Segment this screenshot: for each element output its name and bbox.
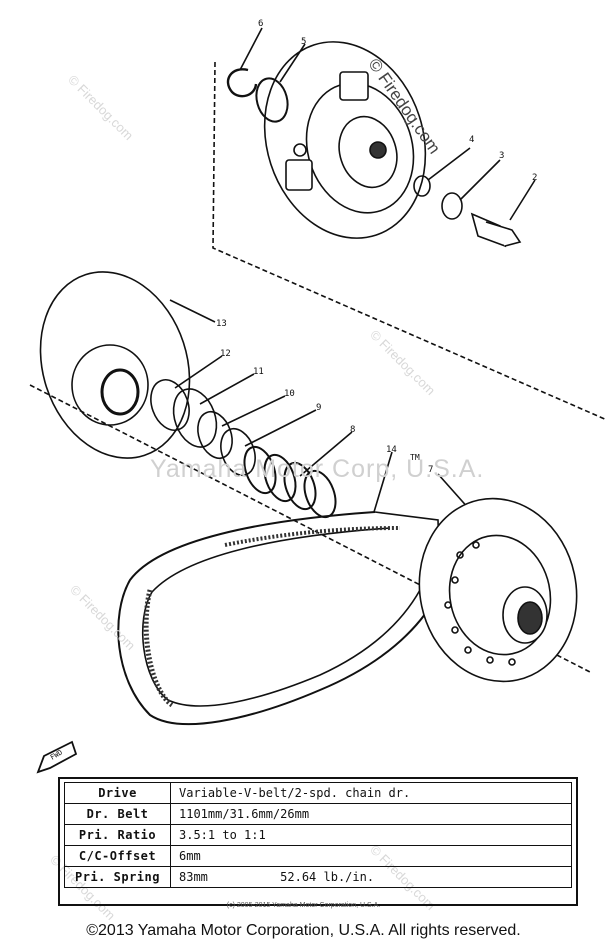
leader-line <box>509 179 536 221</box>
callout-8: 8 <box>350 425 355 435</box>
leader-line <box>279 43 306 83</box>
callout-6: 6 <box>258 19 263 29</box>
leader-line <box>459 159 501 201</box>
spec-label: C/C-Offset <box>64 845 171 867</box>
table-row: Dr. Belt 1101mm/31.6mm/26mm <box>64 803 572 825</box>
callout-7: 7 <box>428 465 433 475</box>
callout-13: 13 <box>216 319 227 329</box>
spec-label: Pri. Spring <box>64 866 171 888</box>
lock-washer <box>441 192 463 220</box>
primary-spring <box>243 445 337 519</box>
callout-3: 3 <box>499 151 504 161</box>
table-row: Drive Variable-V-belt/2-spd. chain dr. <box>64 782 572 804</box>
table-row: Pri. Spring 83mm 52.64 lb./in. <box>64 866 572 888</box>
spec-value: 3.5:1 to 1:1 <box>170 824 572 846</box>
circlip <box>226 68 258 98</box>
callout-10: 10 <box>284 389 295 399</box>
spec-label: Dr. Belt <box>64 803 171 825</box>
spec-label: Drive <box>64 782 171 804</box>
spec-value: 1101mm/31.6mm/26mm <box>170 803 572 825</box>
watermark-company: Yamaha Motor Corp, U.S.A. <box>150 455 485 483</box>
spec-value: 83mm 52.64 lb./in. <box>170 866 572 888</box>
callout-11: 11 <box>253 367 264 377</box>
callout-4: 4 <box>469 135 474 145</box>
footer-copyright: ©2013 Yamaha Motor Corporation, U.S.A. A… <box>86 922 521 939</box>
drive-belt <box>117 511 441 726</box>
boundary-line <box>212 61 607 421</box>
forward-arrow <box>36 740 78 774</box>
leader-line <box>221 395 286 427</box>
spec-value: 6mm <box>170 845 572 867</box>
bolt <box>470 212 522 248</box>
spec-table-frame <box>58 777 578 906</box>
leader-line <box>239 27 263 71</box>
table-row: Pri. Ratio 3.5:1 to 1:1 <box>64 824 572 846</box>
trademark-mark: TM <box>410 453 420 462</box>
leader-line <box>427 147 471 181</box>
spec-table: Drive Variable-V-belt/2-spd. chain dr. D… <box>64 782 572 888</box>
fwd-label: FWD <box>49 748 64 761</box>
leader-line <box>373 451 393 513</box>
secondary-pulley <box>418 497 578 683</box>
washer <box>413 175 431 197</box>
callout-12: 12 <box>220 349 231 359</box>
callout-14: 14 <box>386 445 397 455</box>
spec-value: Variable-V-belt/2-spd. chain dr. <box>170 782 572 804</box>
leader-line <box>199 373 255 405</box>
collar <box>150 379 190 431</box>
leader-line <box>174 355 223 389</box>
secondary-sheave <box>263 41 427 239</box>
table-row: C/C-Offset 6mm <box>64 845 572 867</box>
copyright-small: (c) 2005-2015 Yamaha Motor Corporation, … <box>226 902 381 909</box>
primary-sheave <box>39 271 191 459</box>
snap-ring <box>255 77 289 123</box>
sliding-sheave-ring <box>172 388 218 448</box>
callout-2: 2 <box>532 173 537 183</box>
leader-line <box>169 299 216 323</box>
spec-label: Pri. Ratio <box>64 824 171 846</box>
callout-9: 9 <box>316 403 321 413</box>
leader-line <box>299 431 353 477</box>
callout-5: 5 <box>301 37 306 47</box>
leader-line <box>244 409 317 447</box>
